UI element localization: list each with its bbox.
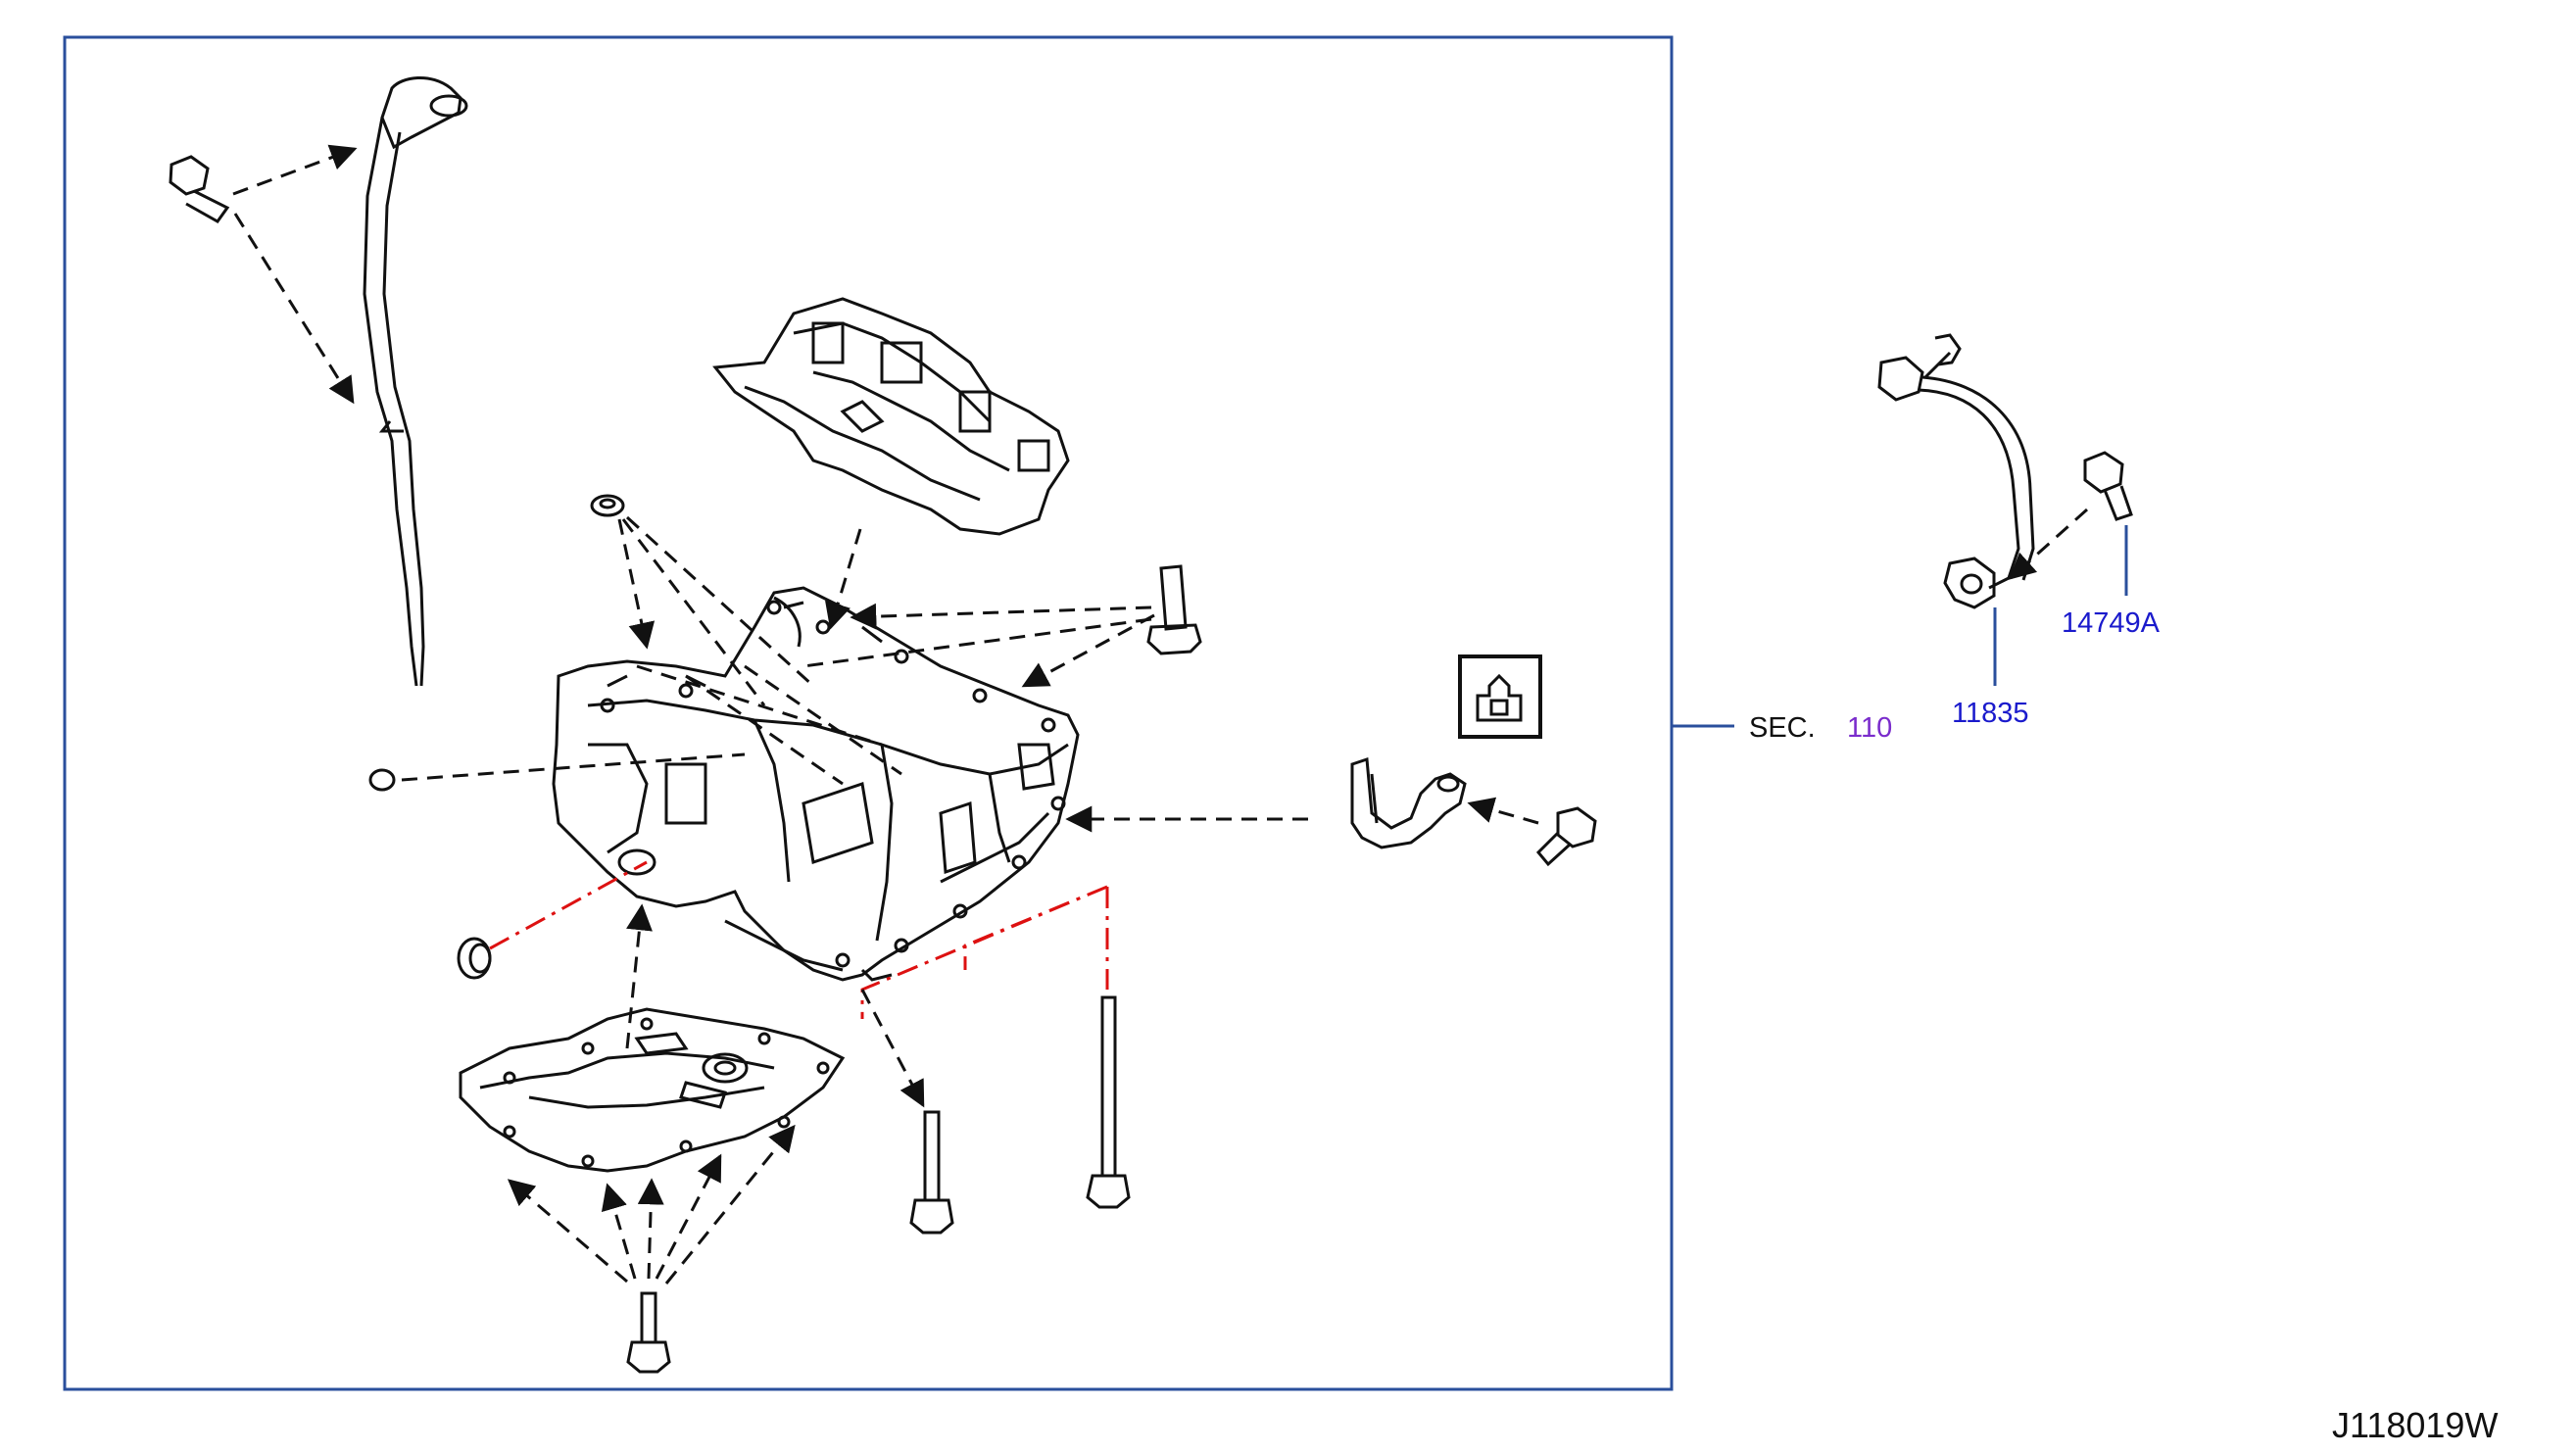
red-guide-line xyxy=(860,885,1109,1019)
leader-line xyxy=(802,617,1152,668)
callout-part-number[interactable]: 11835 xyxy=(1952,698,2029,729)
bolt-icon xyxy=(169,155,230,223)
leader-arrow xyxy=(601,1183,637,1280)
oil-seal-icon xyxy=(457,937,492,980)
oil-pan xyxy=(459,1007,846,1173)
oil-level-gauge-guide xyxy=(363,75,468,687)
leader-arrow xyxy=(655,1153,722,1280)
leader-line xyxy=(625,515,815,688)
bolt-icon xyxy=(1535,806,1597,867)
leader-line xyxy=(744,664,902,776)
red-guide-line xyxy=(489,860,648,950)
leader-arrow xyxy=(664,1124,796,1284)
lower-cylinder-block xyxy=(552,586,1080,982)
section-label[interactable]: SEC. xyxy=(1749,712,1816,744)
leader-arrow xyxy=(232,144,358,196)
callout-part-number[interactable]: 14749A xyxy=(2062,607,2161,639)
sensor-bracket xyxy=(1350,756,1467,849)
leader-arrow xyxy=(617,518,656,650)
sealant-symbol-icon xyxy=(1458,654,1542,739)
drawing-code: J118019W xyxy=(2332,1405,2498,1445)
leader-line xyxy=(401,752,746,782)
leader-arrow xyxy=(825,528,862,630)
nut-icon xyxy=(590,494,625,517)
bolt-icon xyxy=(2083,451,2133,521)
bolt-icon xyxy=(626,1291,671,1374)
leader-arrow xyxy=(625,903,653,1049)
bolt-icon xyxy=(1146,564,1202,655)
leader-arrow xyxy=(860,989,925,1108)
leader-arrow xyxy=(1467,797,1539,825)
diagram-frame xyxy=(63,35,1674,1391)
long-bolt-icon xyxy=(1086,995,1131,1209)
leader-arrow xyxy=(2008,508,2089,580)
bolt-icon xyxy=(909,1110,954,1235)
leader-arrow xyxy=(637,1178,664,1280)
leader-arrow xyxy=(507,1179,628,1284)
leader-arrow xyxy=(1021,613,1155,688)
leader-arrow xyxy=(850,603,1152,630)
leader-line xyxy=(621,518,766,706)
section-number[interactable]: 110 xyxy=(1847,712,1892,744)
leader-line xyxy=(685,674,844,786)
baffle-plate xyxy=(712,297,1070,536)
oil-pipe-assembly xyxy=(1877,333,2035,609)
leader-arrow xyxy=(233,213,355,405)
o-ring-icon xyxy=(368,768,396,792)
